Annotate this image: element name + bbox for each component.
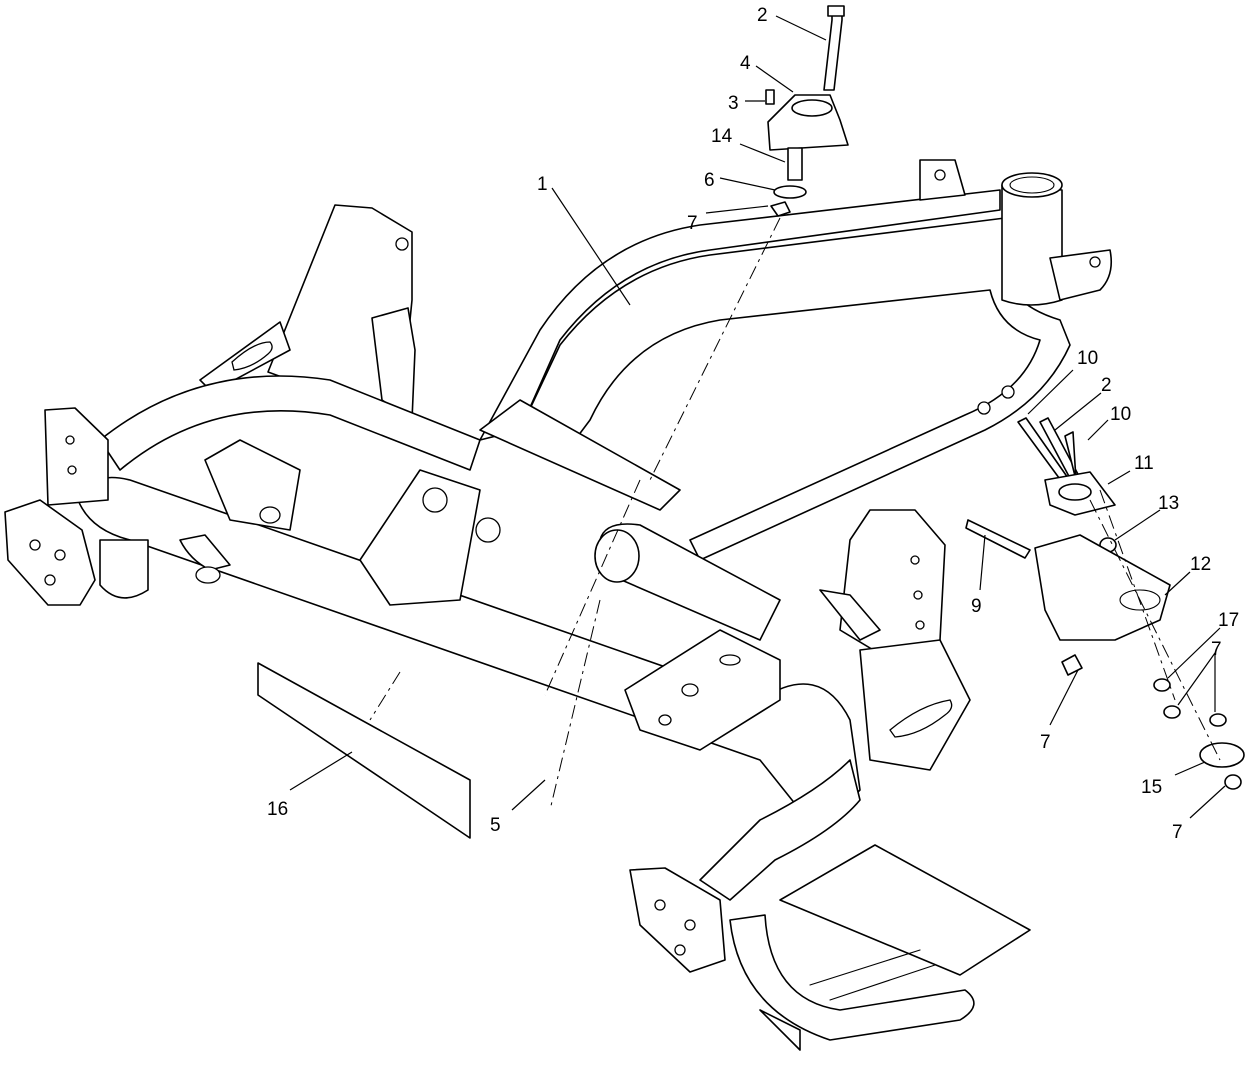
callout-16: 16	[267, 799, 288, 820]
callout-17: 17	[1218, 610, 1239, 631]
callout-15: 15	[1141, 777, 1162, 798]
right-mount-assembly	[965, 417, 1245, 790]
callout-7: 7	[1172, 822, 1183, 843]
front-rail	[629, 759, 861, 973]
callout-10: 10	[1077, 348, 1098, 369]
left-frame-rail	[77, 375, 861, 814]
callout-12: 12	[1190, 554, 1211, 575]
assembly-lines	[369, 217, 1221, 811]
callout-4: 4	[740, 53, 751, 74]
callout-10: 10	[1110, 404, 1131, 425]
top-mount-assembly	[765, 5, 849, 217]
upper-frame-loop	[479, 159, 1113, 561]
callout-5: 5	[490, 815, 501, 836]
callout-2: 2	[1101, 375, 1112, 396]
callout-3: 3	[728, 93, 739, 114]
left-end-plates	[4, 407, 109, 606]
leader-lines	[289, 15, 1226, 819]
part-16-strip	[257, 662, 471, 839]
callout-labels: 1 2 2 3 4 5 6 7 7 7 7 9 10 10 11 12 13 1…	[267, 5, 1239, 843]
callout-11: 11	[1134, 453, 1154, 474]
callout-2: 2	[757, 5, 768, 26]
callout-1: 1	[537, 174, 548, 195]
callout-14: 14	[711, 126, 733, 147]
callout-7: 7	[1211, 639, 1222, 660]
right-upright-plate	[819, 509, 971, 771]
callout-13: 13	[1158, 493, 1179, 514]
left-upright-plate	[199, 204, 416, 421]
callout-7: 7	[1040, 732, 1051, 753]
callout-7: 7	[687, 213, 698, 234]
callout-9: 9	[971, 596, 982, 617]
center-cross-member	[179, 399, 781, 641]
center-mount-plate	[624, 629, 781, 751]
callout-6: 6	[704, 170, 715, 191]
foot-step	[729, 844, 1031, 1051]
